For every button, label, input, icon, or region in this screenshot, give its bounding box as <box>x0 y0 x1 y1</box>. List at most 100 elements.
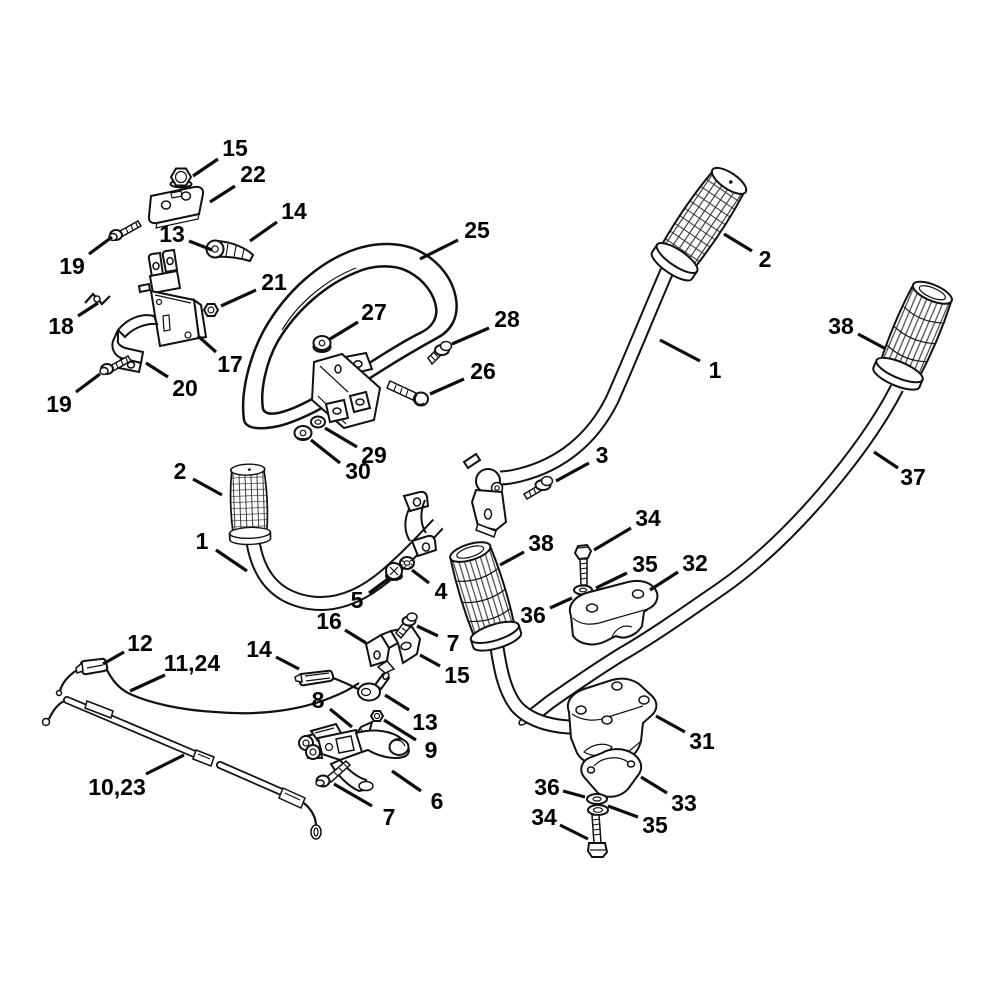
part-number-label: 26 <box>470 358 496 384</box>
part-callout-10-23: 10,23 <box>88 753 185 800</box>
leader-line <box>723 232 753 253</box>
part-number-label: 38 <box>828 313 854 339</box>
leader-line <box>649 570 679 592</box>
part-number-label: 27 <box>361 299 387 325</box>
part-number-label: 22 <box>240 161 266 187</box>
part-callout-13: 13 <box>384 693 438 735</box>
small-nut-21 <box>202 303 220 317</box>
part-number-label: 9 <box>425 737 438 763</box>
washers-lower <box>586 793 609 816</box>
loop-clamp-screw-long <box>386 379 429 407</box>
part-callout-22: 22 <box>209 161 266 204</box>
part-number-label: 11,24 <box>164 650 220 676</box>
bracket-screw-upper <box>395 612 418 640</box>
throttle-bracket <box>364 625 422 674</box>
leader-line <box>451 326 490 346</box>
part-number-label: 17 <box>217 351 243 377</box>
leader-line <box>344 628 367 645</box>
leader-line <box>368 577 389 595</box>
part-number-label: 38 <box>528 530 554 556</box>
leader-line <box>192 157 219 178</box>
part-callout-37: 37 <box>873 450 926 490</box>
part-callout-17: 17 <box>196 334 243 377</box>
part-number-label: 15 <box>222 135 248 161</box>
part-callout-15: 15 <box>192 135 248 178</box>
throttle-cable-sheath <box>41 696 322 840</box>
clamp-bolt-lower <box>586 814 609 858</box>
part-callout-35: 35 <box>595 551 658 590</box>
loop-handle <box>241 242 458 430</box>
part-number-label: 31 <box>689 728 715 754</box>
part-number-label: 13 <box>159 221 185 247</box>
grip-right-alt <box>869 274 960 396</box>
part-callout-29: 29 <box>324 426 387 468</box>
leader-line <box>384 693 410 712</box>
part-callout-26: 26 <box>429 358 496 396</box>
part-callout-20: 20 <box>145 361 198 401</box>
part-callout-9: 9 <box>383 718 438 763</box>
part-number-label: 36 <box>520 602 546 628</box>
part-callout-2: 2 <box>723 232 772 272</box>
part-callout-8: 8 <box>312 687 354 729</box>
top-nut <box>169 167 193 189</box>
part-callout-33: 33 <box>640 775 697 816</box>
leader-line <box>333 782 373 808</box>
part-callout-30: 30 <box>310 438 371 484</box>
part-callout-28: 28 <box>451 306 520 346</box>
part-callout-7: 7 <box>333 782 396 830</box>
part-callout-14: 14 <box>249 198 307 243</box>
handlebar-tube-right <box>500 271 667 478</box>
part-callout-19: 19 <box>46 372 101 417</box>
part-number-label: 14 <box>246 636 272 662</box>
grip-left <box>226 462 272 546</box>
clamp-bolt-upper <box>573 543 593 586</box>
leader-line <box>383 718 417 742</box>
part-number-label: 2 <box>174 458 187 484</box>
leader-line <box>196 334 218 354</box>
part-number-label: 35 <box>642 812 668 838</box>
part-number-label: 16 <box>316 608 342 634</box>
screw-lower-left <box>99 354 133 376</box>
loop-handle-clamp <box>310 351 382 430</box>
part-callout-1: 1 <box>659 338 722 383</box>
part-callout-31: 31 <box>655 714 715 754</box>
leader-line <box>88 235 113 256</box>
part-callout-12: 12 <box>102 630 153 666</box>
leader-line <box>593 526 632 552</box>
leader-line <box>329 320 359 341</box>
part-number-label: 15 <box>444 662 470 688</box>
part-number-label: 19 <box>46 391 72 417</box>
leader-line <box>607 804 639 819</box>
choke-lever <box>205 239 255 263</box>
part-number-label: 2 <box>759 246 772 272</box>
upper-clamp <box>568 579 659 646</box>
clamp-plate <box>147 185 205 229</box>
part-number-label: 20 <box>172 375 198 401</box>
leader-line <box>419 238 459 261</box>
flanged-nut-5 <box>385 562 403 581</box>
part-number-label: 21 <box>261 269 287 295</box>
throttle-cable-inner <box>55 657 360 715</box>
part-number-label: 7 <box>383 804 396 830</box>
leader-line <box>555 461 590 483</box>
part-number-label: 14 <box>281 198 307 224</box>
leader-line <box>102 650 125 666</box>
part-callout-21: 21 <box>220 269 287 308</box>
leader-line <box>220 288 257 308</box>
part-number-label: 1 <box>709 357 722 383</box>
part-callout-16: 16 <box>316 608 367 645</box>
part-callout-34: 34 <box>531 804 589 841</box>
part-callout-14: 14 <box>246 636 300 671</box>
part-callout-27: 27 <box>329 299 387 341</box>
part-callout-36: 36 <box>520 596 573 628</box>
part-number-label: 5 <box>351 587 364 613</box>
part-number-label: 8 <box>312 687 325 713</box>
leader-line <box>324 426 358 449</box>
part-number-label: 3 <box>596 442 609 468</box>
part-number-label: 28 <box>494 306 520 332</box>
part-callout-11-24: 11,24 <box>129 650 220 693</box>
part-number-label: 4 <box>435 578 448 604</box>
leader-line <box>419 653 441 668</box>
